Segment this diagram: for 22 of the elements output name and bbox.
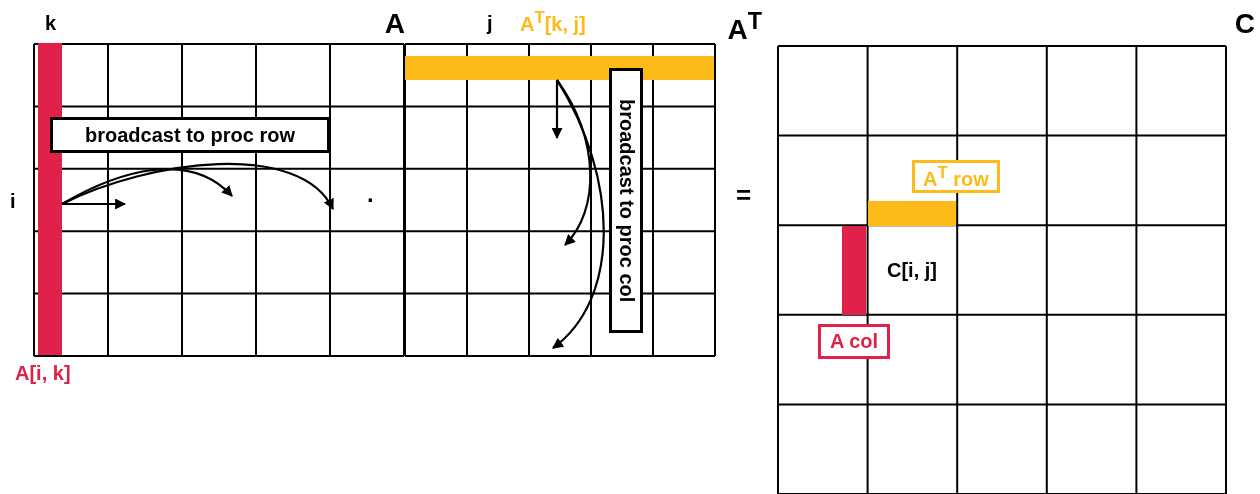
text-box: broadcast to proc col <box>609 68 643 333</box>
axis-label: · <box>367 186 375 214</box>
axis-label: i <box>10 190 16 213</box>
element-label: k <box>45 12 57 35</box>
arrow <box>61 163 334 210</box>
cell-label: C[i, j] <box>867 226 957 315</box>
element-label: A$^{T}$[k, j] <box>520 8 586 36</box>
highlight-bar <box>868 201 956 226</box>
matrix-label: C <box>1234 8 1255 40</box>
highlight-bar <box>842 226 866 315</box>
element-label: A[i, k] <box>15 362 71 385</box>
matrix-label: A <box>384 8 405 40</box>
axis-label: j <box>487 12 493 35</box>
text-box: broadcast to proc row <box>50 117 330 153</box>
arrow <box>62 198 127 210</box>
arrow <box>552 79 605 349</box>
text-box: A$^{T}$ row <box>912 160 1000 193</box>
arrow <box>551 80 563 140</box>
text-box: A col <box>818 324 890 359</box>
arrow <box>61 168 233 205</box>
matrix-label: A$^{T}$ <box>727 8 762 47</box>
axis-label: = <box>736 180 752 211</box>
